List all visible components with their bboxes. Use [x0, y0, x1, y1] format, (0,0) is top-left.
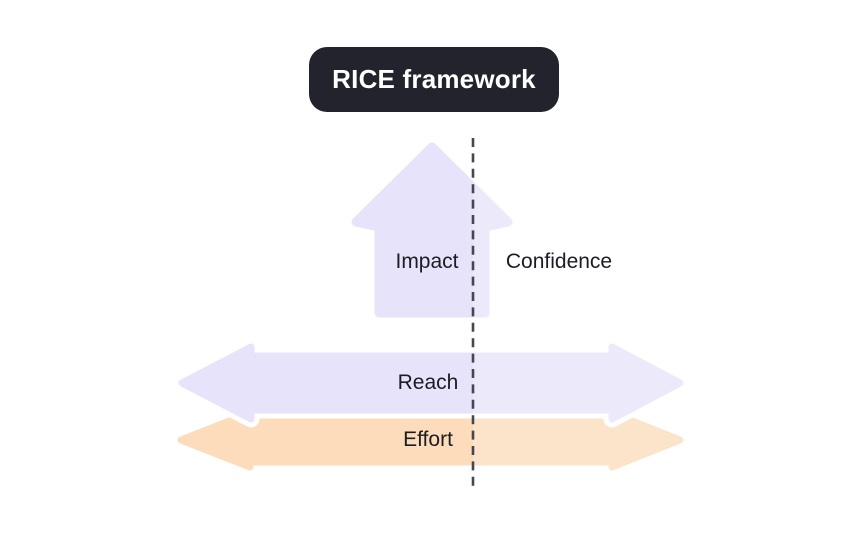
page-title: RICE framework: [332, 64, 536, 94]
reach-arrow-shape: [178, 343, 684, 423]
impact-label: Impact: [395, 250, 459, 273]
confidence-label: Confidence: [505, 250, 613, 273]
reach-label: Reach: [397, 371, 459, 394]
title-pill: RICE framework: [309, 47, 559, 112]
effort-label: Effort: [403, 428, 453, 451]
impact-arrow-shape: [351, 142, 513, 318]
right-side-overlay: [473, 134, 713, 490]
